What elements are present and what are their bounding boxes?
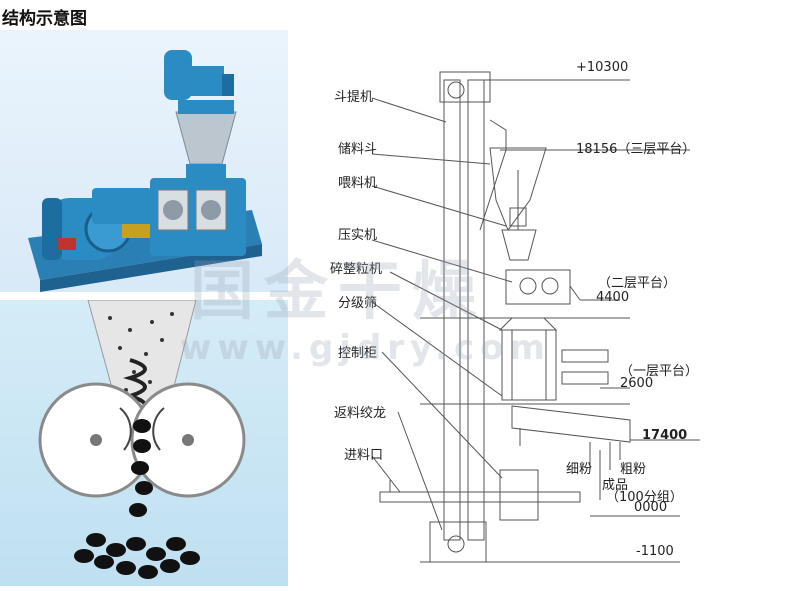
label-return-screw: 返料绞龙 [334,406,387,421]
roller-press-photo [0,30,288,292]
output-coarse-powder: 粗粉 [620,462,647,477]
roller-compaction-illustration [0,300,288,586]
page-title: 结构示意图 [2,9,87,29]
watermark-url: www.gjdry.com [180,328,551,368]
label-bucket-elevator: 斗提机 [334,90,374,105]
output-product: 成品 [602,478,629,493]
elevation-third-floor: 18156（三层平台） [576,142,696,157]
elevation-top: +10300 [576,60,629,75]
output-mesh: （100分组） [606,490,683,505]
label-control-cabinet: 控制柜 [338,346,378,361]
elevation-pit: -1100 [636,544,674,559]
label-classifier-screen: 分级筛 [338,296,378,311]
label-compactor: 压实机 [338,228,378,243]
label-inlet: 进料口 [344,448,384,463]
elevation-ground: 0000 [634,500,668,515]
process-schematic: 斗提机 储料斗 喂料机 压实机 碎整粒机 分级筛 控制柜 返料绞龙 进料口 +1… [290,30,797,591]
label-granulator: 碎整粒机 [330,262,383,277]
label-storage-hopper: 储料斗 [338,142,378,157]
elevation-second-floor-name: （二层平台） [598,276,677,291]
label-feeder: 喂料机 [338,176,378,191]
elevation-second-floor-level: 4400 [596,290,630,305]
output-fine-powder: 细粉 [566,462,593,477]
elevation-first-floor-level: 2600 [620,376,654,391]
elevation-first-floor-name: （一层平台） [620,364,699,379]
elevation-base: 17400 [642,428,688,443]
watermark-cn: 国金干燥 [190,255,486,329]
